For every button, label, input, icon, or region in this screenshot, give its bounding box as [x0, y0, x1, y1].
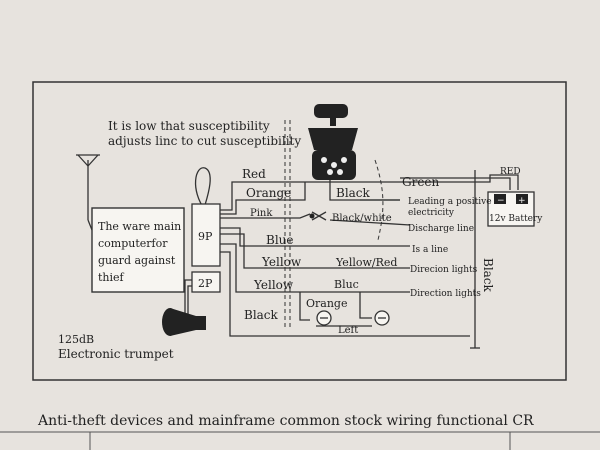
shock-sensor-knob-icon [308, 104, 358, 180]
connector-9p [191, 203, 221, 267]
red-top-label: RED [500, 167, 521, 177]
wire-label-black-vertical: Black [481, 258, 495, 293]
main-unit-line-1: The ware main [98, 220, 181, 233]
wire-label-red: Red [242, 167, 266, 181]
battery-label: 12v Battery [489, 214, 543, 224]
label-is-a-line: Is a line [412, 245, 448, 255]
trumpet-db: 125dB [58, 333, 94, 346]
main-unit-line-4: thief [98, 271, 125, 284]
main-unit-line-3: guard against [98, 254, 176, 267]
battery-plus-terminal [516, 194, 528, 204]
caption: Anti-theft devices and mainframe common … [37, 413, 534, 429]
wire-label-black-switch: Black [336, 186, 371, 200]
wire-label-yellow-red: Yellow/Red [335, 256, 397, 269]
connector-2p [191, 271, 221, 293]
note-line-1: It is low that susceptibility [108, 119, 270, 133]
wire-label-black-white: Black/white [332, 213, 392, 224]
label-direction-2: Direction lights [410, 289, 481, 299]
wire-label-blue: Blue [266, 233, 294, 247]
connector-2p-label: 2P [198, 277, 213, 290]
main-unit-box [91, 207, 185, 293]
wire-label-orange-2: Orange [306, 297, 347, 310]
wire-label-green: Green [402, 175, 440, 189]
wire-label-yellow-2: Yellow [253, 278, 294, 292]
main-unit-line-2: computerfor [98, 237, 168, 250]
battery-minus-terminal [494, 194, 506, 204]
wire-label-left: Left [338, 325, 358, 336]
battery-plus-sign: + [518, 196, 526, 206]
label-discharge: Discharge line [408, 224, 474, 234]
diagram-frame [32, 81, 567, 381]
direction-light-left-icon [316, 310, 332, 326]
trumpet-label: Electronic trumpet [58, 347, 174, 361]
connector-9p-label: 9P [198, 230, 213, 243]
sensor-loop [194, 167, 211, 211]
label-leading-2: electricity [408, 208, 455, 218]
note-line-2: adjusts linc to cut susceptibility [108, 134, 301, 148]
wire-label-black-low: Black [244, 308, 279, 322]
trumpet-icon [162, 308, 206, 336]
antenna-icon [76, 154, 100, 220]
label-direction-1: Direcion lights [410, 265, 478, 275]
switch-icon [309, 211, 327, 221]
label-leading-1: Leading a positive [408, 197, 492, 207]
wire-label-orange: Orange [246, 186, 291, 200]
direction-light-right-icon [374, 310, 390, 326]
battery-minus-sign: − [497, 196, 505, 206]
wire-label-pink: Pink [250, 208, 273, 219]
wire-bundle [184, 170, 519, 349]
wire-label-blue-2: Bluc [334, 278, 359, 291]
wire-label-yellow: Yellow [261, 255, 302, 269]
